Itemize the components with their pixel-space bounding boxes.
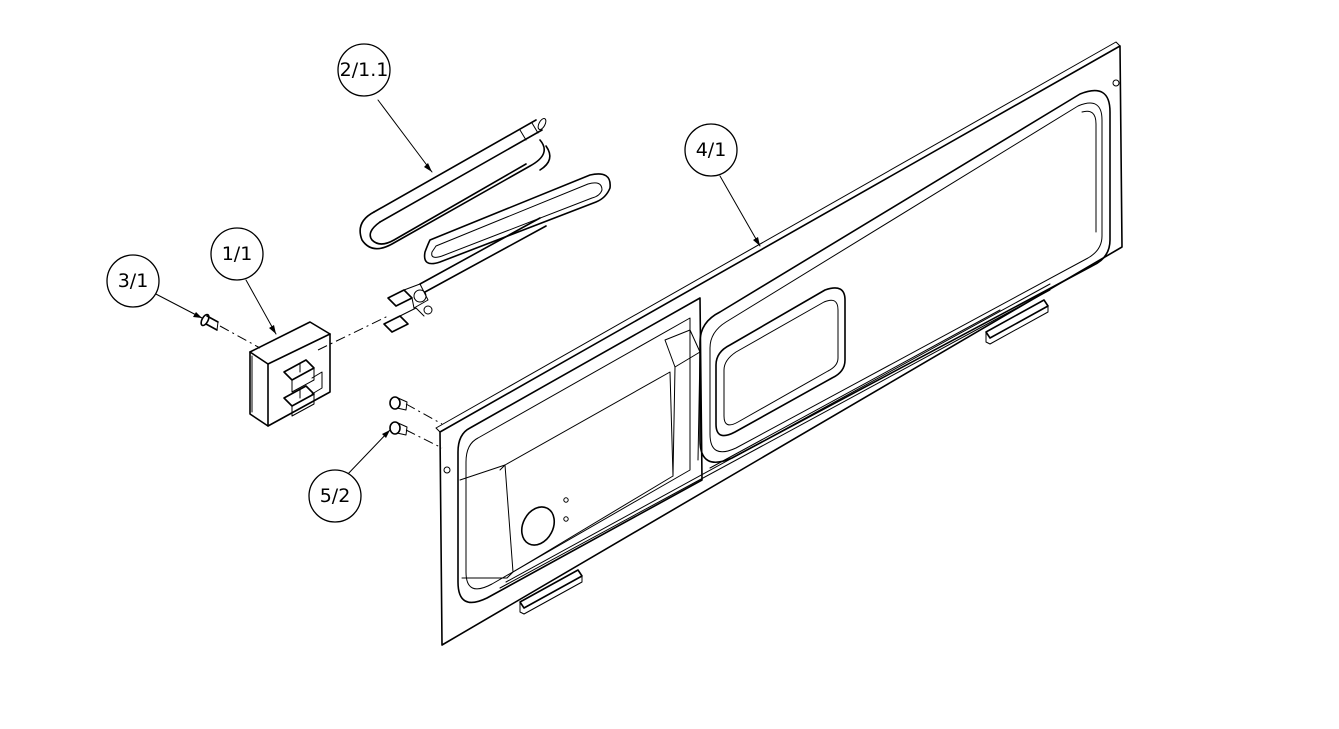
assembly-lines xyxy=(219,315,443,449)
callout-label: 1/1 xyxy=(222,243,253,265)
callout-rivets: 5/2 xyxy=(308,469,362,523)
screw xyxy=(200,313,219,331)
leader-lines xyxy=(151,99,761,477)
terminal-block xyxy=(249,321,331,427)
heater-element xyxy=(359,118,611,333)
rivets xyxy=(389,396,408,436)
callout-terminal-block: 1/1 xyxy=(210,227,264,281)
callout-label: 2/1.1 xyxy=(340,59,389,81)
callout-screw: 3/1 xyxy=(106,254,160,308)
callout-heater-element: 2/1.1 xyxy=(337,43,391,97)
callout-label: 3/1 xyxy=(118,270,149,292)
callout-label: 5/2 xyxy=(320,485,351,507)
door-panel xyxy=(435,41,1123,646)
callout-label: 4/1 xyxy=(696,139,727,161)
callout-door-panel: 4/1 xyxy=(684,123,738,177)
